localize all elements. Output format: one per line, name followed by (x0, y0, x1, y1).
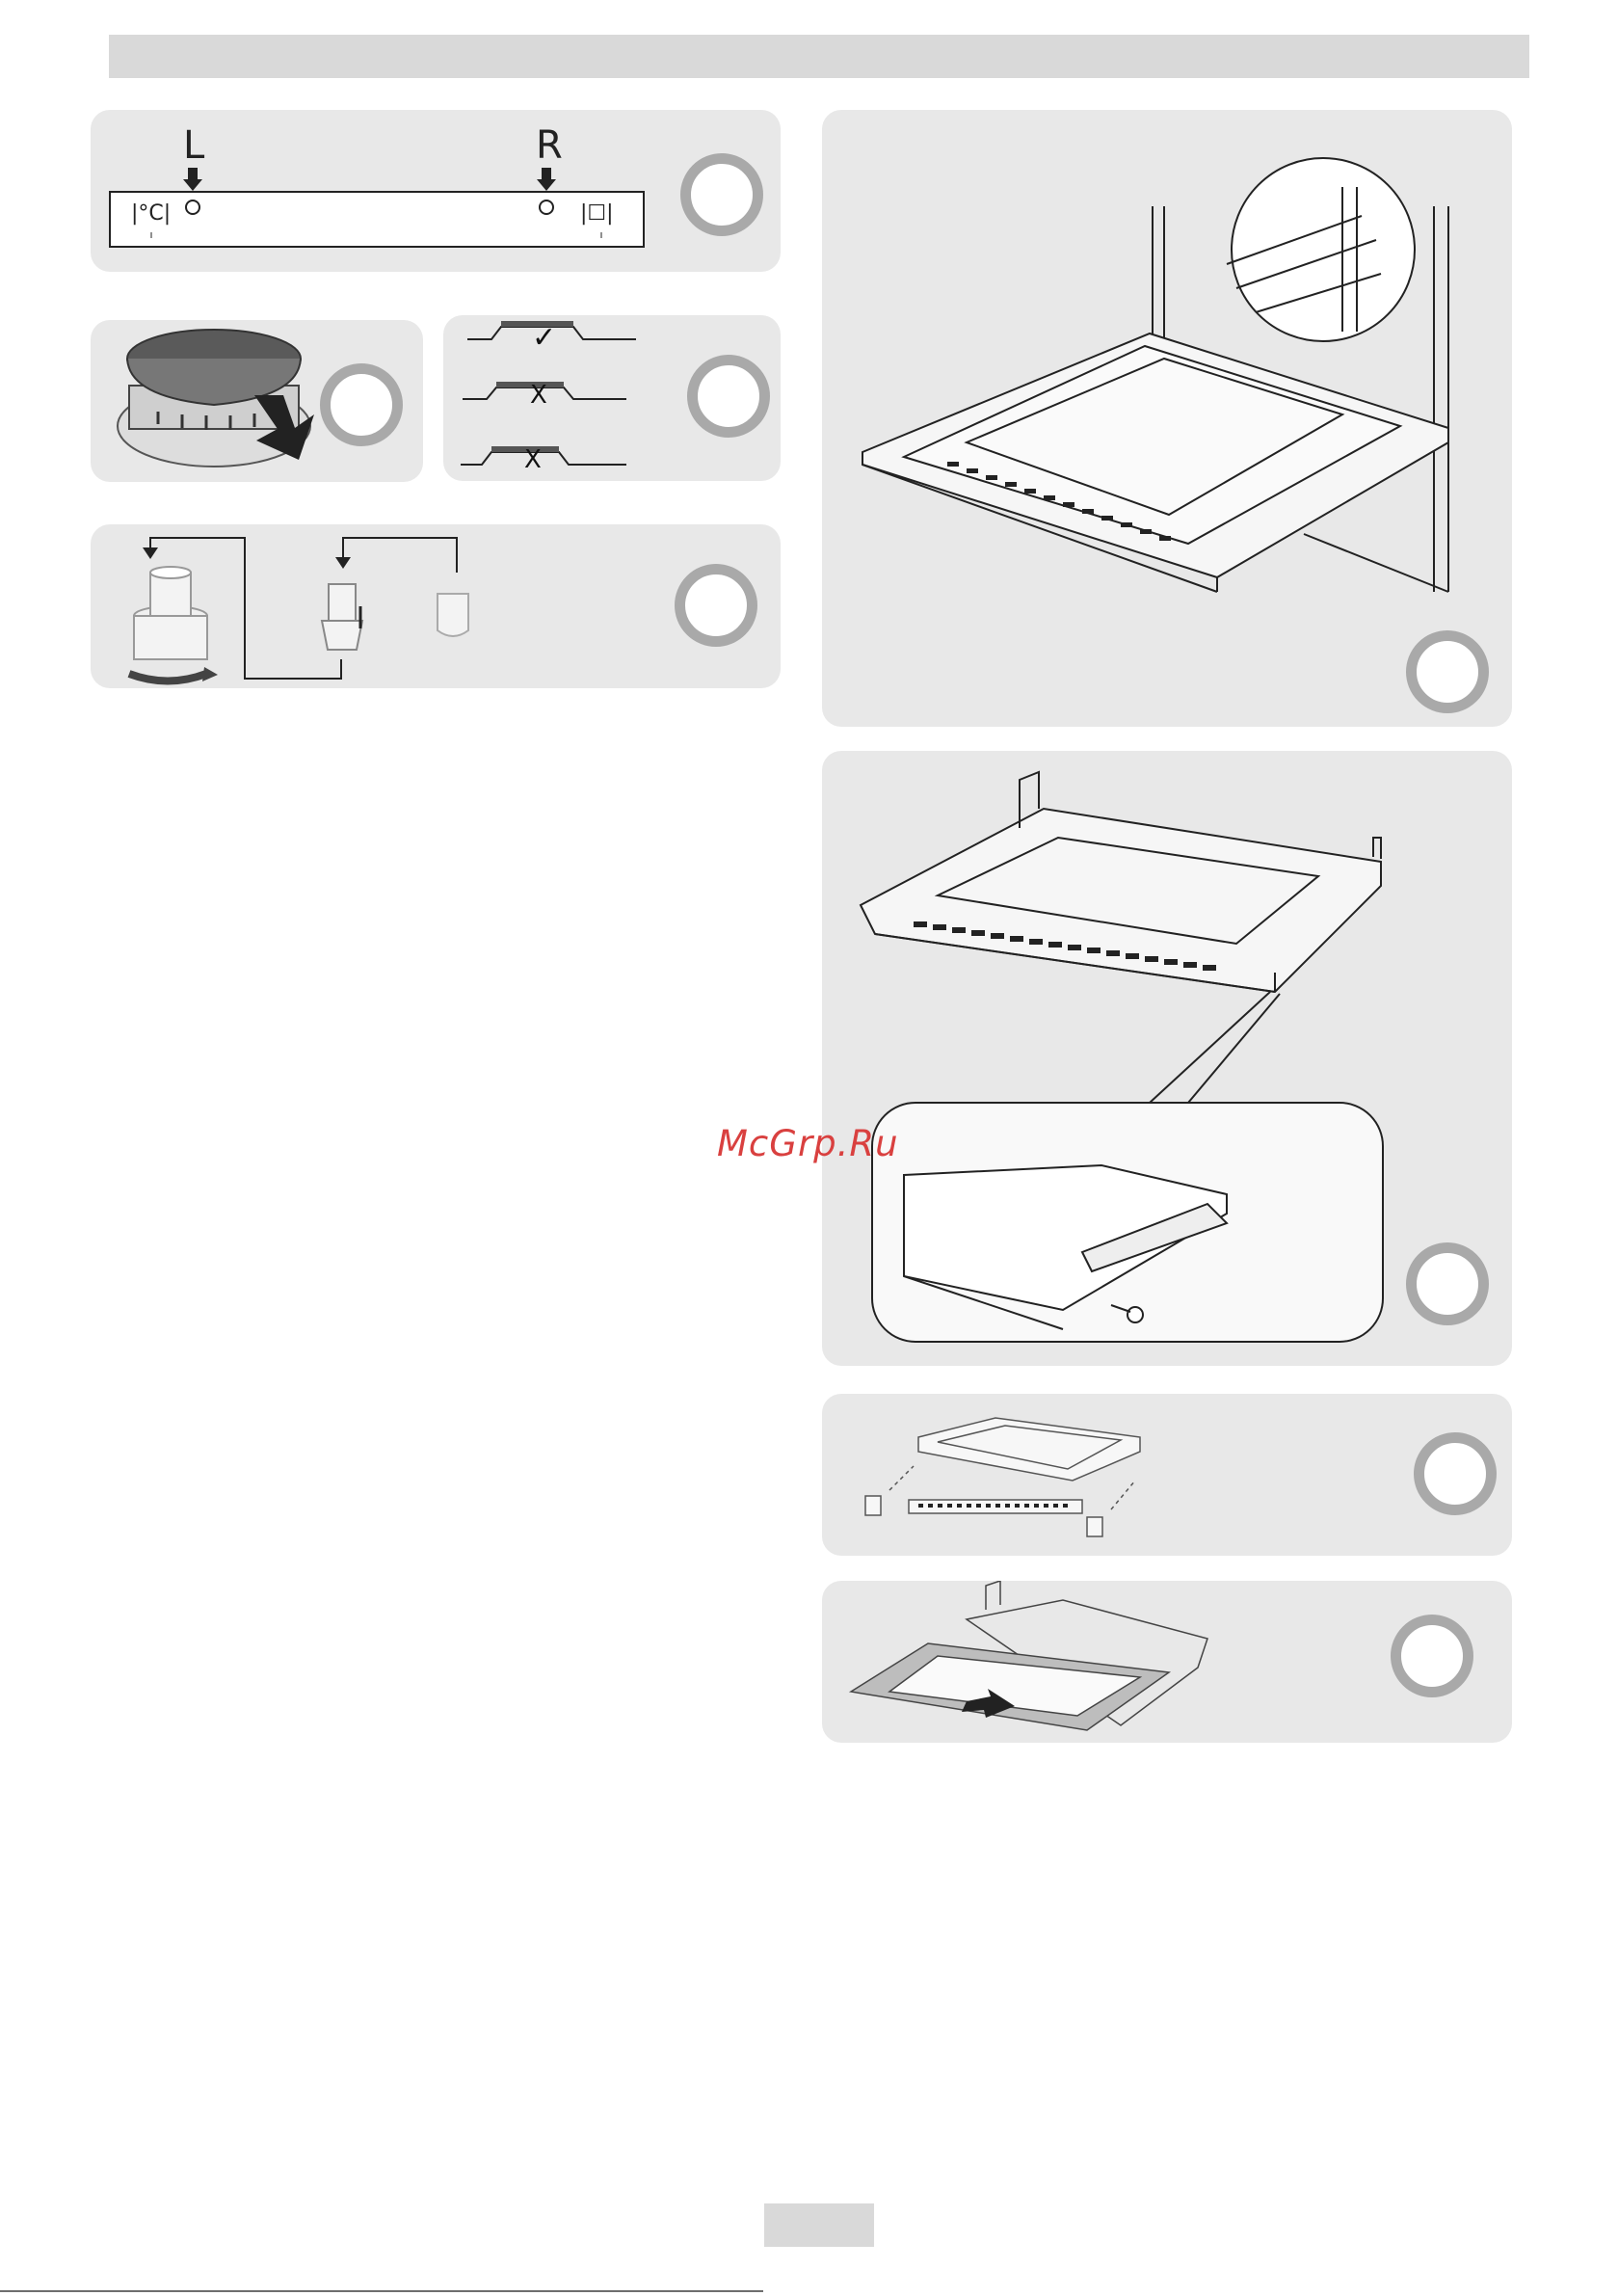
step-circle (320, 363, 403, 446)
panel-lamp-replacement (91, 524, 781, 688)
oven-symbol: |☐| (580, 201, 614, 226)
panel-burner-cap (91, 320, 423, 482)
correct-mark: ✓ (532, 321, 556, 355)
step-circle (1414, 1432, 1497, 1515)
panel-door-exploded (822, 1394, 1512, 1556)
temperature-symbol: |°C| (131, 201, 171, 226)
page-number-box (764, 2203, 874, 2247)
step-circle (680, 153, 763, 236)
oven-door-hinge-diagram (822, 110, 1512, 727)
door-exploded-diagram (822, 1394, 1512, 1556)
panel-control-knobs: L R |°C| |☐| (91, 110, 781, 272)
wrong-mark-1: X (530, 381, 547, 410)
header-bar (109, 35, 1529, 78)
panel-burner-positions: ✓ X X (443, 315, 781, 481)
label-left-knob: L (183, 123, 204, 168)
wrong-mark-2: X (524, 445, 542, 474)
footer-rule (0, 2290, 763, 2292)
label-right-knob: R (536, 123, 563, 168)
watermark-text: McGrp.Ru (717, 1123, 910, 1171)
panel-door-screw (822, 751, 1512, 1366)
step-circle (1391, 1615, 1473, 1697)
step-circle (1406, 630, 1489, 713)
step-circle (675, 564, 757, 647)
step-circle (1406, 1242, 1489, 1325)
panel-glass-removal (822, 1581, 1512, 1743)
step-circle (687, 355, 770, 438)
panel-door-hinge (822, 110, 1512, 727)
